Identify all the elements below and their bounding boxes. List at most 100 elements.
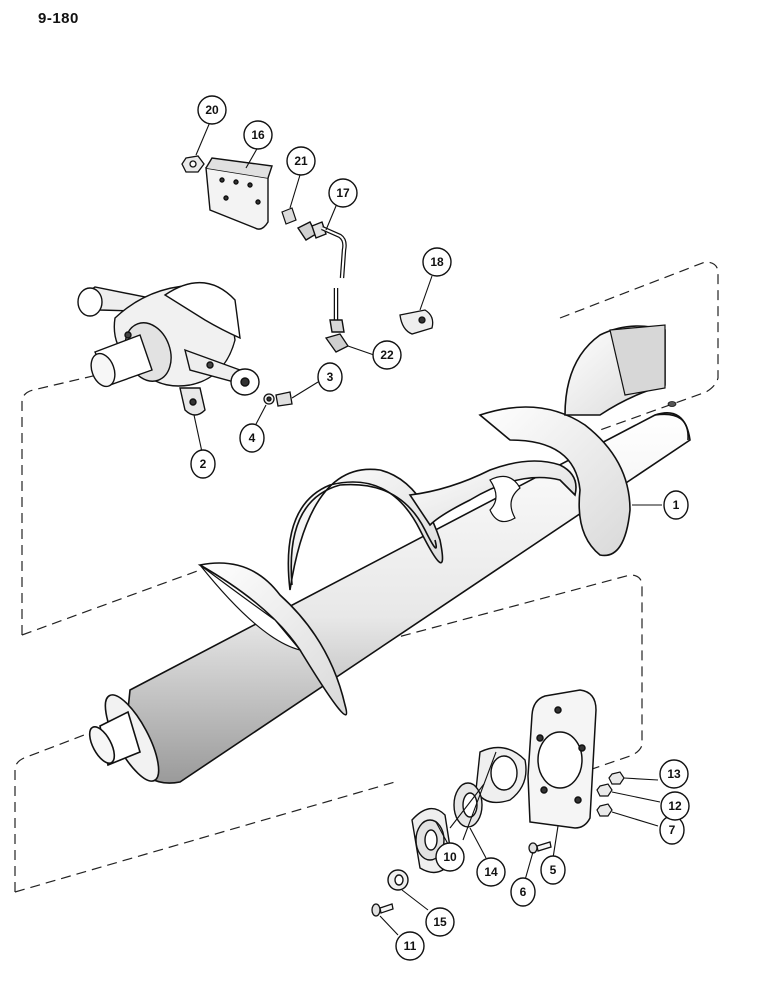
gearbox-left-arm-boss	[77, 287, 103, 317]
upper-phantom-right	[559, 261, 719, 431]
callout-1: 1	[663, 490, 689, 520]
leader-6	[524, 851, 534, 881]
svg-text:6: 6	[520, 885, 527, 899]
leader-14	[469, 827, 487, 859]
shield-plate	[205, 157, 273, 230]
callout-22: 22	[372, 340, 402, 370]
clip-part-18	[399, 309, 434, 335]
gearbox-assembly	[77, 282, 260, 416]
callout-10: 10	[435, 842, 465, 872]
bolt-6-head	[528, 842, 538, 854]
callout-5: 5	[540, 855, 566, 885]
svg-text:2: 2	[200, 457, 207, 471]
nut-13	[608, 771, 625, 785]
bolt-part-3	[275, 391, 293, 407]
auger-flight-middle	[287, 468, 444, 591]
gearbox-right-arm-hole	[240, 377, 250, 387]
leader-20	[195, 121, 211, 156]
lube-line	[296, 221, 347, 333]
leader-22	[347, 345, 375, 356]
callout-4: 4	[239, 423, 265, 453]
leader-3	[291, 381, 319, 399]
nut-20-hole	[189, 160, 197, 168]
svg-text:10: 10	[443, 850, 457, 864]
svg-text:13: 13	[667, 767, 681, 781]
bolt-6-shank	[536, 841, 552, 852]
bearing-plate-hole-3	[578, 744, 586, 752]
nut-part-20	[181, 155, 205, 173]
shield-hole-4	[223, 195, 229, 201]
fitting-21	[281, 207, 297, 225]
bearing-plate-part-5	[527, 689, 597, 829]
bolt-3	[275, 391, 293, 407]
leader-lines	[193, 121, 662, 936]
lower-phantom-outline	[14, 731, 93, 892]
callout-18: 18	[422, 247, 452, 277]
gearbox-foot-hole	[189, 398, 197, 406]
callout-13: 13	[659, 759, 689, 789]
bearing-plate-hole-2	[536, 734, 544, 742]
leader-15	[401, 889, 429, 911]
bearing-plate-hole-5	[574, 796, 582, 804]
upper-phantom-outline	[21, 357, 171, 635]
gearbox-bolt-a	[124, 331, 132, 339]
leader-21	[289, 174, 301, 209]
gearbox-bolt-b	[206, 361, 214, 369]
fitting-22	[324, 333, 349, 353]
callout-7: 7	[659, 815, 685, 845]
flangette-part-10-rear	[475, 746, 527, 804]
auger-flight-top-blade	[609, 324, 666, 396]
clip-18	[399, 309, 434, 335]
auger-tube-break	[489, 475, 521, 523]
leader-18	[419, 275, 433, 311]
fitting-part-21	[281, 207, 297, 225]
lower-phantom-diagonal	[14, 781, 396, 893]
callout-14: 14	[476, 857, 506, 887]
nuts-part-12-13-7	[596, 771, 625, 817]
shield-plate-edge	[205, 157, 273, 179]
auger-flight-left-front	[199, 564, 302, 652]
svg-text:11: 11	[404, 939, 417, 953]
washer-4-hole	[266, 396, 272, 402]
svg-text:14: 14	[484, 865, 498, 879]
bolt-part-11	[371, 903, 394, 917]
callout-6: 6	[510, 877, 536, 907]
auger-right-end	[654, 413, 689, 441]
lube-line-tube	[321, 225, 347, 279]
leader-10b	[462, 751, 497, 841]
leader-5	[552, 825, 559, 859]
leader-12	[611, 791, 661, 803]
auger-flight-right-middle	[408, 460, 577, 527]
svg-text:18: 18	[430, 255, 444, 269]
upper-phantom-diagonal	[21, 569, 201, 636]
collar-part-15	[387, 869, 409, 891]
callout-12: 12	[660, 791, 690, 821]
svg-text:17: 17	[336, 186, 350, 200]
callout-21: 21	[286, 146, 316, 176]
collar-15-bore	[394, 874, 404, 886]
gearbox-input-shaft-end	[90, 352, 116, 388]
washer-part-4	[263, 393, 275, 405]
svg-text:3: 3	[327, 370, 334, 384]
nut-7	[596, 803, 613, 817]
svg-text:15: 15	[433, 915, 447, 929]
callouts: 1 2 3 4 5 6 7 10 11 12 13 14 15 16 17 18…	[190, 95, 690, 961]
leader-16	[245, 146, 259, 169]
page-code: 9-180	[38, 10, 79, 27]
bolt-11-head	[371, 903, 381, 917]
auger-assembly	[88, 324, 691, 784]
bearing-plate-hole-4	[540, 786, 548, 794]
flangette-rear-bore	[490, 755, 518, 791]
leader-10a	[435, 821, 449, 845]
bolt-11-shank	[379, 903, 394, 914]
flangette-front-bore	[424, 829, 438, 851]
shield-plate-body	[205, 167, 269, 230]
auger-flight-right-lobe	[478, 406, 631, 557]
svg-text:7: 7	[669, 823, 676, 837]
leader-7	[611, 811, 659, 827]
leader-4	[254, 404, 267, 427]
nut-12	[596, 783, 613, 797]
svg-text:20: 20	[205, 103, 219, 117]
phantom-enclosure-lines	[14, 261, 719, 893]
callout-15: 15	[425, 907, 455, 937]
